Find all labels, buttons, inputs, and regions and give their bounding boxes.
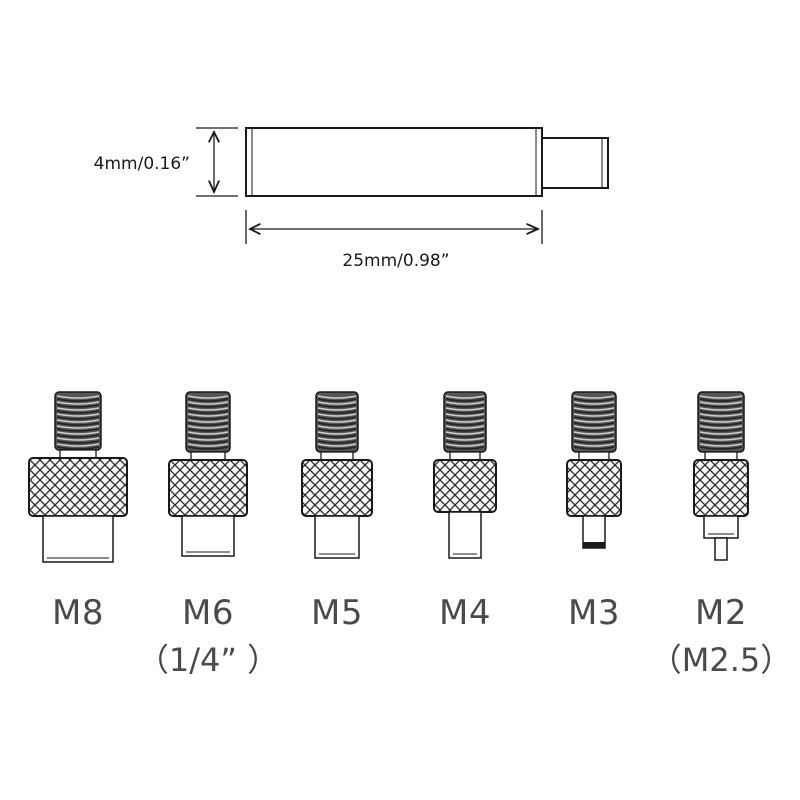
shaft — [703, 515, 739, 539]
diameter-label: 4mm/0.16” — [94, 154, 190, 174]
tip-m2 — [693, 391, 749, 561]
tip-m8 — [28, 391, 128, 563]
shaft — [448, 511, 482, 559]
size-note-m2: （M2.5） — [649, 641, 793, 679]
rod-drawing — [245, 127, 609, 197]
tip-m3 — [566, 391, 622, 549]
size-label-m4: M4 — [439, 593, 491, 633]
tip-m6 — [168, 391, 248, 557]
size-label-m5: M5 — [311, 593, 363, 633]
length-dimension: 25mm/0.98” — [245, 210, 543, 271]
knurled-grip — [28, 457, 128, 517]
knurled-grip — [168, 459, 248, 517]
pin — [714, 537, 728, 561]
knurled-grip — [566, 459, 622, 517]
knurled-grip — [433, 459, 497, 513]
tip-m4 — [433, 391, 497, 559]
size-label-m3: M3 — [568, 593, 620, 633]
knurled-grip — [693, 459, 749, 517]
size-label-m6: M6 — [182, 593, 234, 633]
tip-m5 — [301, 391, 373, 559]
size-label-m2: M2 — [695, 593, 747, 633]
shaft — [314, 515, 360, 559]
shaft — [181, 515, 235, 557]
thread-tips — [28, 391, 749, 563]
rod-body — [245, 127, 543, 197]
size-note-m6: （1/4” ） — [136, 641, 280, 679]
size-label-m8: M8 — [52, 593, 104, 633]
diameter-dimension: 4mm/0.16” — [94, 127, 238, 197]
shaft — [42, 515, 114, 563]
knurled-grip — [301, 459, 373, 517]
rod-tip — [541, 137, 609, 189]
length-label: 25mm/0.98” — [342, 251, 449, 271]
